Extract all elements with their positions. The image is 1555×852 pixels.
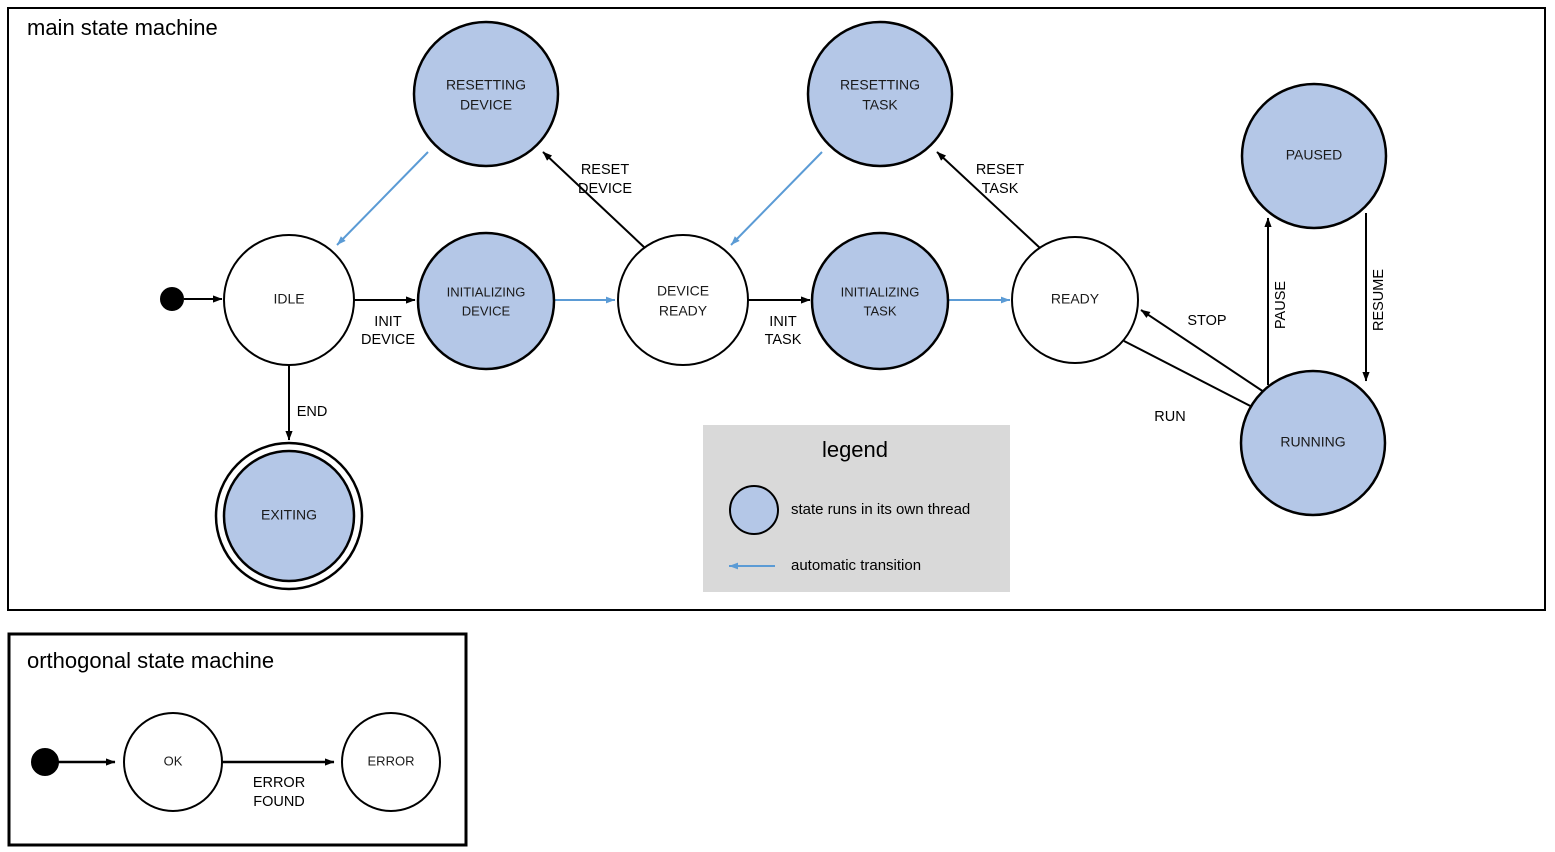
legend-item-auto-transition-label: automatic transition <box>791 557 921 574</box>
state-running-label: RUNNING <box>1280 434 1345 450</box>
legend-threaded-state-icon <box>729 485 779 535</box>
transition-resetting-task-to-device-ready <box>730 151 823 246</box>
legend-item-threaded-state: state runs in its own thread <box>729 485 970 535</box>
state-device-ready-label-line2: READY <box>659 303 708 319</box>
state-initializing-device[interactable]: INITIALIZING DEVICE <box>416 231 556 371</box>
orthogonal-state-error-circle <box>341 712 441 812</box>
state-device-ready[interactable]: DEVICE READY <box>617 234 749 366</box>
state-ready[interactable]: READY <box>1011 236 1139 364</box>
state-resetting-device-circle <box>412 20 560 168</box>
orthogonal-transition-error-found: ERROR FOUND <box>222 758 335 810</box>
state-exiting-label: EXITING <box>261 507 317 523</box>
transition-label-end: END <box>297 404 328 420</box>
transition-label-reset-task-line1: RESET <box>976 162 1024 178</box>
state-ready-circle <box>1011 236 1139 364</box>
transition-label-init-device-line1: INIT <box>374 314 402 330</box>
transition-label-init-task-line1: INIT <box>769 314 797 330</box>
state-resetting-task-label-line1: RESETTING <box>840 77 920 93</box>
transition-reset-task: RESET TASK <box>936 151 1041 249</box>
state-initializing-device-label-line1: INITIALIZING <box>447 284 526 299</box>
legend-item-auto-transition: automatic transition <box>729 557 921 574</box>
transition-init-device: INIT DEVICE <box>354 296 416 348</box>
state-resetting-device[interactable]: RESETTING DEVICE <box>412 20 560 168</box>
state-running[interactable]: RUNNING <box>1239 369 1387 517</box>
state-idle-circle <box>223 234 355 366</box>
transition-label-reset-task-line2: TASK <box>982 181 1019 197</box>
state-initializing-device-label-line2: DEVICE <box>462 303 511 318</box>
transition-label-stop: STOP <box>1187 313 1226 329</box>
state-resetting-task-circle <box>806 20 954 168</box>
transition-label-reset-device-line1: RESET <box>581 162 629 178</box>
transition-label-init-task-line2: TASK <box>765 332 802 348</box>
transition-init-task: INIT TASK <box>748 296 811 348</box>
orthogonal-container-title: orthogonal state machine <box>27 648 274 673</box>
state-resetting-device-label-line2: DEVICE <box>460 97 512 113</box>
state-initializing-task-label-line2: TASK <box>864 303 897 318</box>
transition-label-resume: RESUME <box>1371 269 1387 331</box>
legend-title: legend <box>822 437 888 462</box>
initial-state-marker <box>160 287 184 311</box>
state-idle-label: IDLE <box>273 291 304 307</box>
transition-resetting-device-to-idle <box>336 151 429 246</box>
transition-pause: PAUSE <box>1264 217 1289 385</box>
orthogonal-state-ok[interactable]: OK <box>123 712 223 812</box>
orthogonal-transition-label-error-found-line1: ERROR <box>253 775 305 791</box>
state-paused-label: PAUSED <box>1286 147 1343 163</box>
transition-end: END <box>285 365 328 441</box>
transition-stop: STOP <box>1140 309 1265 393</box>
transition-resume: RESUME <box>1362 213 1387 382</box>
state-initializing-task-label-line1: INITIALIZING <box>841 284 920 299</box>
state-initializing-device-circle <box>416 231 556 371</box>
legend: legend state runs in its own thread auto… <box>703 425 1010 592</box>
transition-reset-device: RESET DEVICE <box>542 151 646 249</box>
transition-label-reset-device-line2: DEVICE <box>578 181 632 197</box>
state-exiting-circle <box>222 449 356 583</box>
state-resetting-task-label-line2: TASK <box>862 97 898 113</box>
orthogonal-initial-state-marker <box>31 748 59 776</box>
state-paused[interactable]: PAUSED <box>1240 82 1388 230</box>
transition-run: RUN <box>1123 340 1263 425</box>
state-device-ready-circle <box>617 234 749 366</box>
legend-item-threaded-state-label: state runs in its own thread <box>791 501 970 518</box>
state-idle[interactable]: IDLE <box>223 234 355 366</box>
main-container-title: main state machine <box>27 15 218 40</box>
state-resetting-task[interactable]: RESETTING TASK <box>806 20 954 168</box>
state-ready-label: READY <box>1051 291 1100 307</box>
transition-label-init-device-line2: DEVICE <box>361 332 415 348</box>
orthogonal-state-ok-circle <box>123 712 223 812</box>
transition-label-pause: PAUSE <box>1273 281 1289 329</box>
state-paused-circle <box>1240 82 1388 230</box>
state-device-ready-label-line1: DEVICE <box>657 283 709 299</box>
state-initializing-task-circle <box>810 231 950 371</box>
orthogonal-transition-label-error-found-line2: FOUND <box>253 794 305 810</box>
state-initializing-task[interactable]: INITIALIZING TASK <box>810 231 950 371</box>
orthogonal-state-error[interactable]: ERROR <box>341 712 441 812</box>
orthogonal-state-ok-label: OK <box>164 753 183 768</box>
transition-label-run: RUN <box>1154 409 1185 425</box>
state-exiting[interactable]: EXITING <box>214 441 364 591</box>
orthogonal-state-error-label: ERROR <box>368 753 415 768</box>
state-running-circle <box>1239 369 1387 517</box>
state-resetting-device-label-line1: RESETTING <box>446 77 526 93</box>
